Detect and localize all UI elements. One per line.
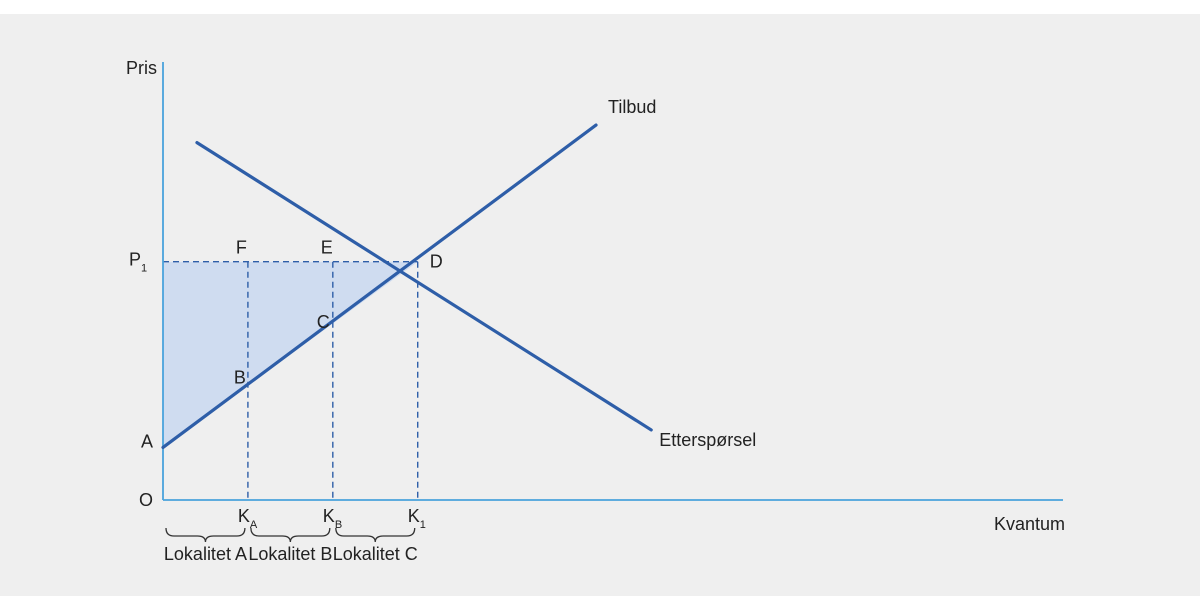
supply-label: Tilbud bbox=[608, 97, 656, 117]
point-label-d: D bbox=[430, 252, 443, 272]
segment-label-3: Lokalitet C bbox=[333, 544, 418, 564]
segment-brace-1 bbox=[165, 527, 246, 543]
segment-label-1: Lokalitet A bbox=[164, 544, 247, 564]
quantity-label-3: K1 bbox=[408, 506, 426, 531]
segment-brace-3 bbox=[335, 527, 416, 543]
point-label-f: F bbox=[236, 238, 247, 258]
segment-brace-2 bbox=[250, 527, 331, 543]
demand-label: Etterspørsel bbox=[659, 430, 756, 450]
segment-label-2: Lokalitet B bbox=[248, 544, 332, 564]
quantity-label-1: KA bbox=[238, 506, 258, 531]
point-label-c: C bbox=[317, 312, 330, 332]
point-label-e: E bbox=[321, 238, 333, 258]
point-label-b: B bbox=[234, 367, 246, 387]
point-label-a: A bbox=[141, 431, 153, 451]
price-level-label: P1 bbox=[129, 250, 147, 275]
supply-curve bbox=[161, 123, 598, 450]
quantity-label-2: KB bbox=[323, 506, 342, 531]
x-axis-title: Kvantum bbox=[994, 514, 1065, 534]
origin-label: O bbox=[139, 490, 153, 510]
y-axis-title: Pris bbox=[126, 58, 157, 78]
demand-curve bbox=[195, 140, 653, 432]
